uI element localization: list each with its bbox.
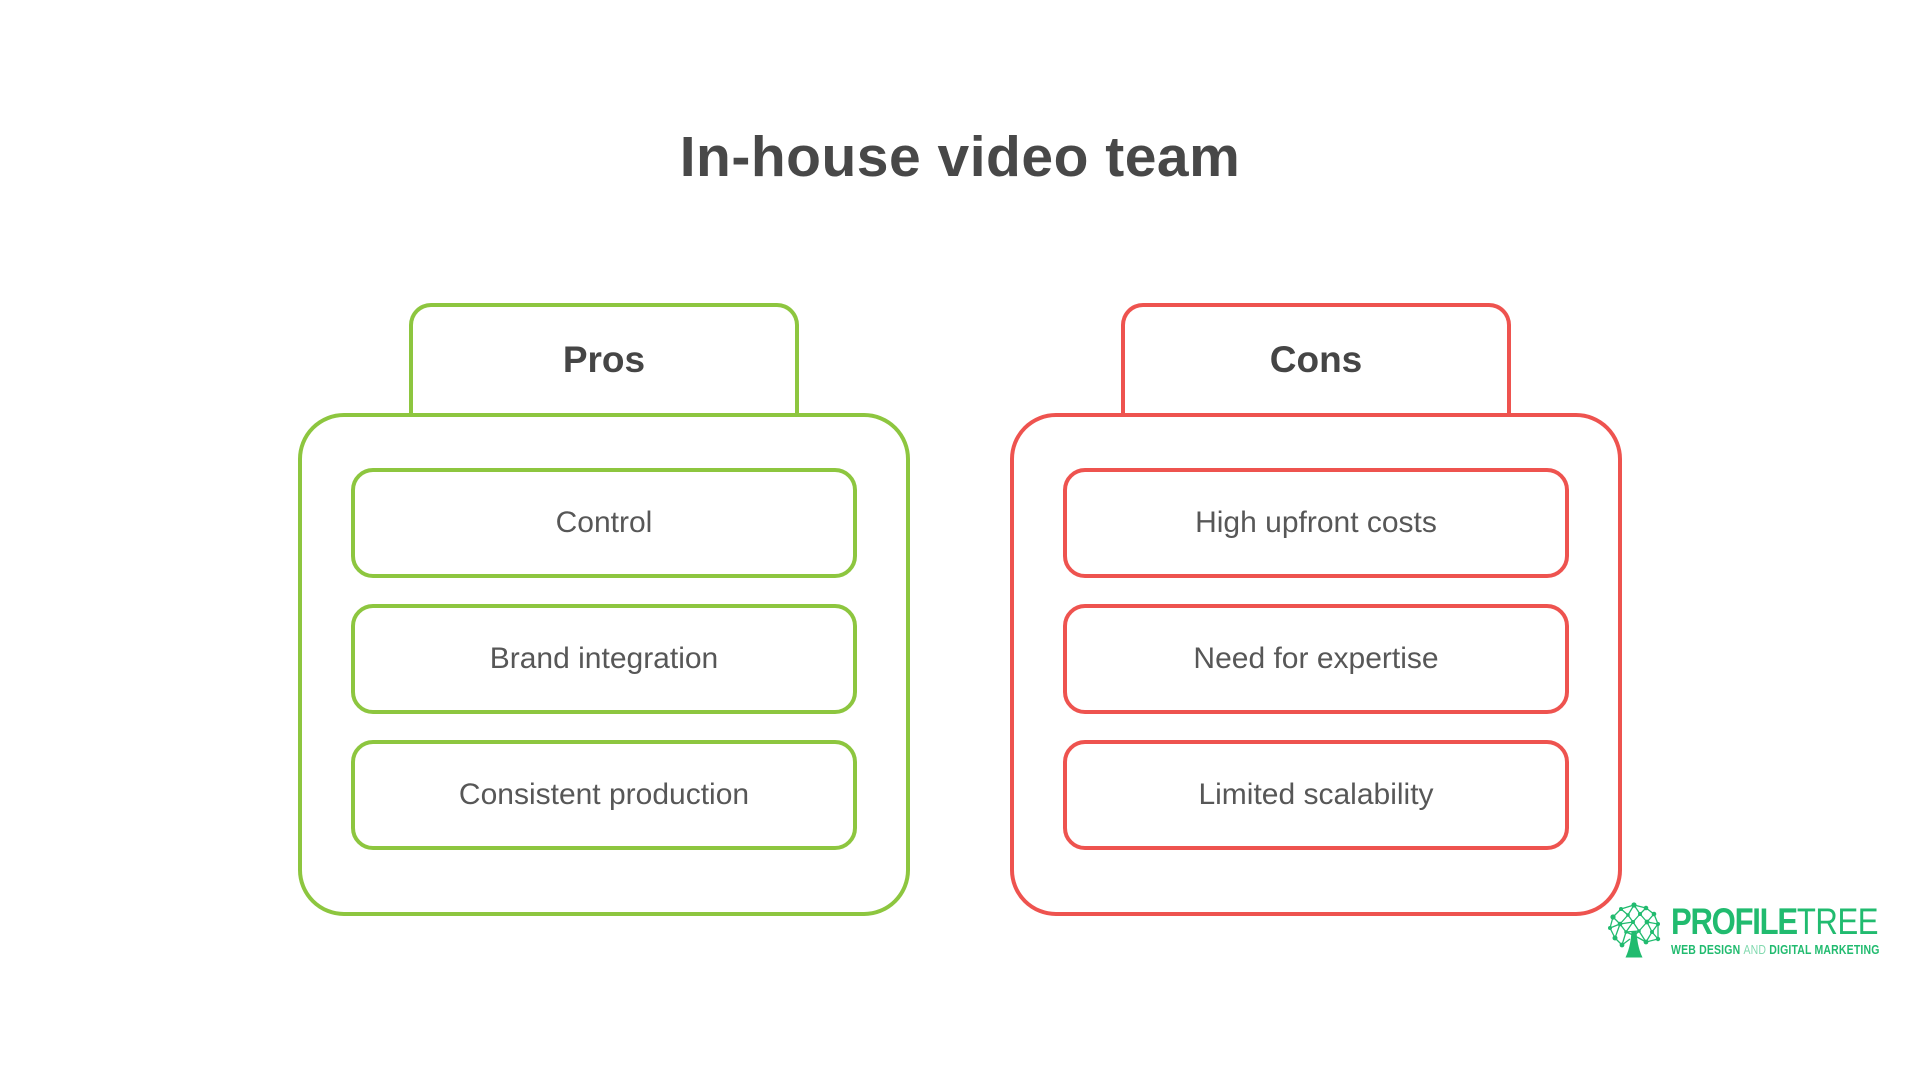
profiletree-tagline: WEB DESIGN AND DIGITAL MARKETING [1671, 943, 1880, 957]
pros-header-label: Pros [562, 339, 646, 380]
pros-column: Pros Control Brand integration Consisten… [298, 303, 910, 916]
pros-item: Brand integration [351, 604, 857, 714]
cons-item: Need for expertise [1063, 604, 1569, 714]
cons-header-tab: Cons [1121, 303, 1511, 413]
pros-item: Consistent production [351, 740, 857, 850]
cons-header-label: Cons [1269, 339, 1363, 380]
profiletree-brand-name: PROFILETREE [1671, 901, 1879, 942]
cons-panel: High upfront costs Need for expertise Li… [1010, 413, 1622, 916]
profiletree-logo: PROFILETREE WEB DESIGN AND DIGITAL MARKE… [1606, 901, 1919, 964]
profiletree-tree-icon [1606, 901, 1662, 964]
pros-item: Control [351, 468, 857, 578]
pros-panel: Control Brand integration Consistent pro… [298, 413, 910, 916]
diagram-title: In-house video team [679, 125, 1241, 189]
pros-cons-diagram: Pros Control Brand integration Consisten… [0, 303, 1920, 916]
cons-item: High upfront costs [1063, 468, 1569, 578]
profiletree-logo-text: PROFILETREE WEB DESIGN AND DIGITAL MARKE… [1671, 901, 1880, 957]
pros-header-tab: Pros [409, 303, 799, 413]
cons-column: Cons High upfront costs Need for experti… [1010, 303, 1622, 916]
cons-item: Limited scalability [1063, 740, 1569, 850]
